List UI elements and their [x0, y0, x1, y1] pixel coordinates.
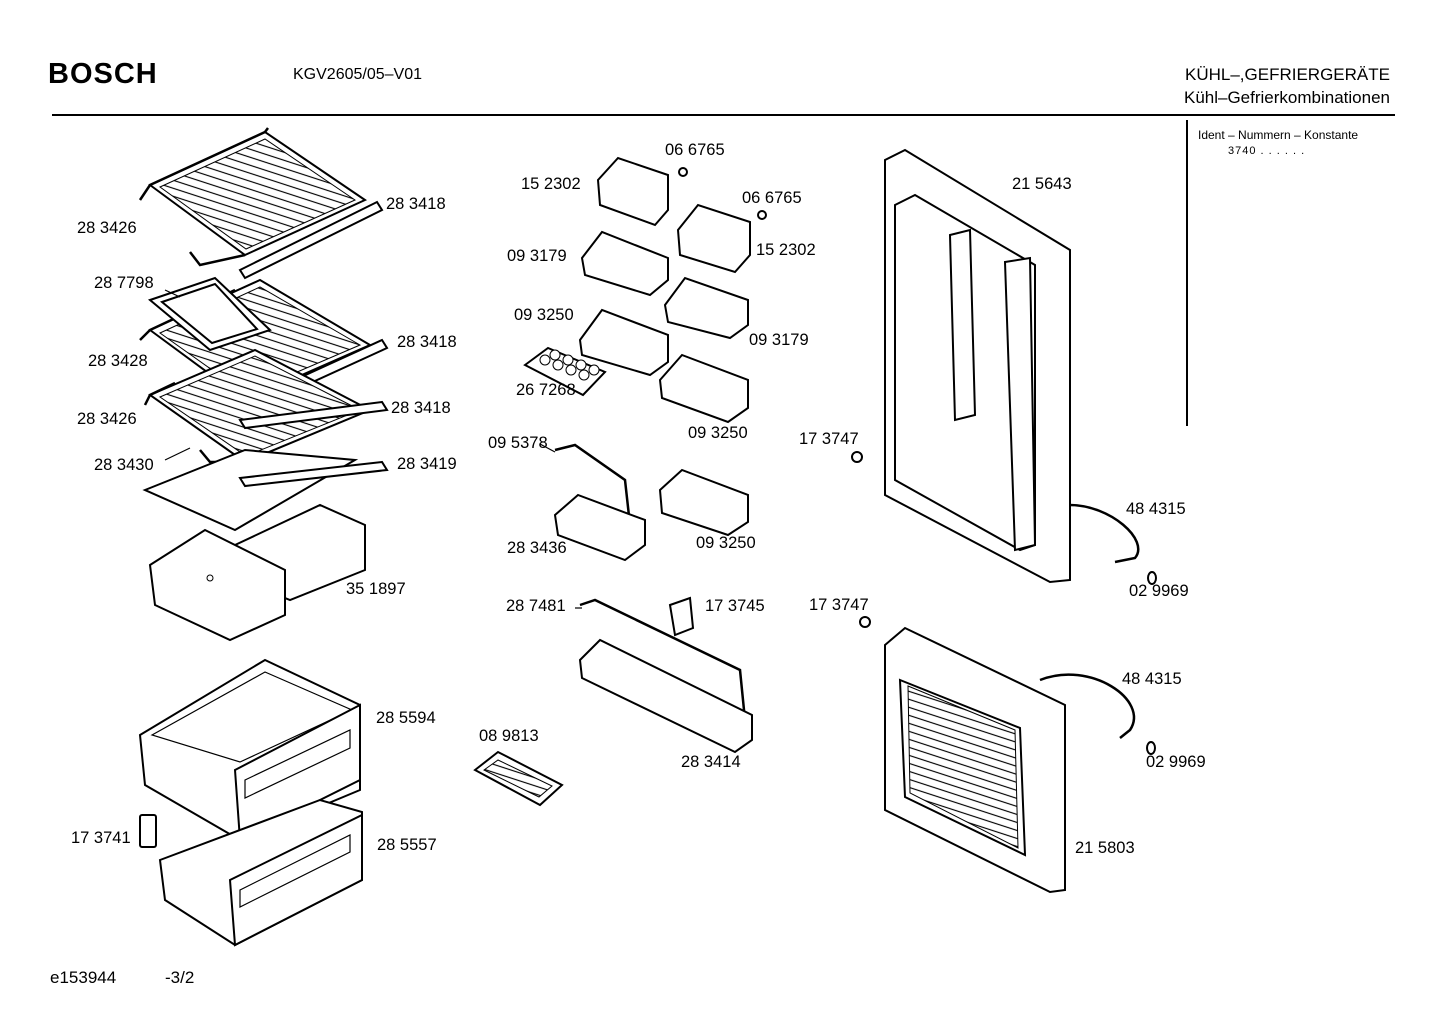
part-label: 15 2302	[521, 175, 581, 193]
bin-09-3250-c	[658, 468, 749, 537]
part-label: 09 3250	[688, 424, 748, 442]
part-label: 21 5643	[1012, 175, 1072, 193]
part-label: 48 4315	[1126, 500, 1186, 518]
model-number: KGV2605/05–V01	[293, 66, 422, 83]
trim-strip-28-3418-a	[238, 200, 384, 280]
part-label: 28 7798	[94, 274, 154, 292]
part-label: 09 3179	[749, 331, 809, 349]
ring-02-9969-a	[1147, 571, 1157, 585]
part-label: 28 3418	[397, 333, 457, 351]
handle-48-4315-a	[1069, 503, 1140, 564]
freezer-door-21-5803	[884, 626, 1066, 894]
part-label: 28 5594	[376, 709, 436, 727]
category-subtitle: Kühl–Gefrierkombinationen	[1183, 88, 1390, 107]
screw-17-3747-a	[851, 451, 863, 463]
bin-09-3179-b	[663, 276, 749, 340]
bin-09-3250-b	[658, 353, 749, 424]
drawer-28-5594	[138, 658, 361, 842]
leader-lines	[164, 289, 582, 609]
ident-box-value: 3740 . . . . . .	[1228, 145, 1306, 157]
trim-strip-28-3419	[238, 460, 389, 488]
clip-17-3745	[668, 596, 695, 637]
part-label: 06 6765	[665, 141, 725, 159]
bottle-rail-28-7481	[579, 598, 747, 721]
egg-tray-26-7268	[523, 346, 607, 397]
ident-box-title: Ident – Nummern – Konstante	[1198, 128, 1359, 142]
part-label: 28 3426	[77, 219, 137, 237]
part-label: 17 3747	[809, 596, 869, 614]
part-label: 28 3426	[77, 410, 137, 428]
bin-28-3414	[578, 638, 753, 754]
part-label: 17 3745	[705, 597, 765, 615]
part-label: 15 2302	[756, 241, 816, 259]
part-label: 09 3179	[507, 247, 567, 265]
page-number: -3/2	[165, 968, 195, 987]
part-label: 02 9969	[1129, 582, 1189, 600]
bin-15-2302-b	[676, 203, 751, 274]
part-label: 09 3250	[696, 534, 756, 552]
bin-15-2302-a	[596, 156, 669, 227]
ice-tray-08-9813	[473, 750, 564, 807]
part-label: 28 3414	[681, 753, 741, 771]
bottle-rail-09-5378	[554, 443, 632, 526]
bin-28-3436	[553, 493, 646, 562]
shelf-28-3426-top	[138, 127, 368, 267]
header-divider	[52, 114, 1395, 116]
part-label: 06 6765	[742, 189, 802, 207]
clip-17-3741	[139, 814, 157, 848]
part-label: 35 1897	[346, 580, 406, 598]
screw-06-6765-b	[757, 210, 767, 220]
part-label: 02 9969	[1146, 753, 1206, 771]
ring-02-9969-b	[1146, 741, 1156, 755]
part-label: 28 3418	[391, 399, 451, 417]
part-label: 28 7481	[506, 597, 566, 615]
trim-strip-28-3418-c	[238, 400, 389, 430]
handle-48-4315-b	[1039, 673, 1136, 739]
part-label: 28 3428	[88, 352, 148, 370]
part-label: 28 3436	[507, 539, 567, 557]
part-label: 09 3250	[514, 306, 574, 324]
part-label: 28 5557	[377, 836, 437, 854]
part-label: 09 5378	[488, 434, 548, 452]
part-label: 26 7268	[516, 381, 576, 399]
part-label: 17 3741	[71, 829, 131, 847]
bin-09-3250-a	[578, 308, 669, 377]
crisper-tray-35-1897	[148, 503, 366, 642]
bin-09-3179-a	[580, 230, 669, 297]
drawer-28-5557	[158, 798, 363, 947]
ident-box-divider	[1186, 120, 1188, 426]
category-title: KÜHL–,GEFRIERGERÄTE	[1185, 65, 1390, 84]
fridge-door-21-5643	[884, 148, 1071, 584]
part-label: 08 9813	[479, 727, 539, 745]
drawing-code: e153944	[50, 968, 117, 987]
screw-06-6765-a	[678, 167, 688, 177]
part-label: 28 3430	[94, 456, 154, 474]
part-label: 28 3419	[397, 455, 457, 473]
part-label: 48 4315	[1122, 670, 1182, 688]
part-label: 21 5803	[1075, 839, 1135, 857]
part-label: 17 3747	[799, 430, 859, 448]
brand-logo: BOSCH	[48, 58, 158, 90]
screw-17-3747-b	[859, 616, 871, 628]
part-label: 28 3418	[386, 195, 446, 213]
